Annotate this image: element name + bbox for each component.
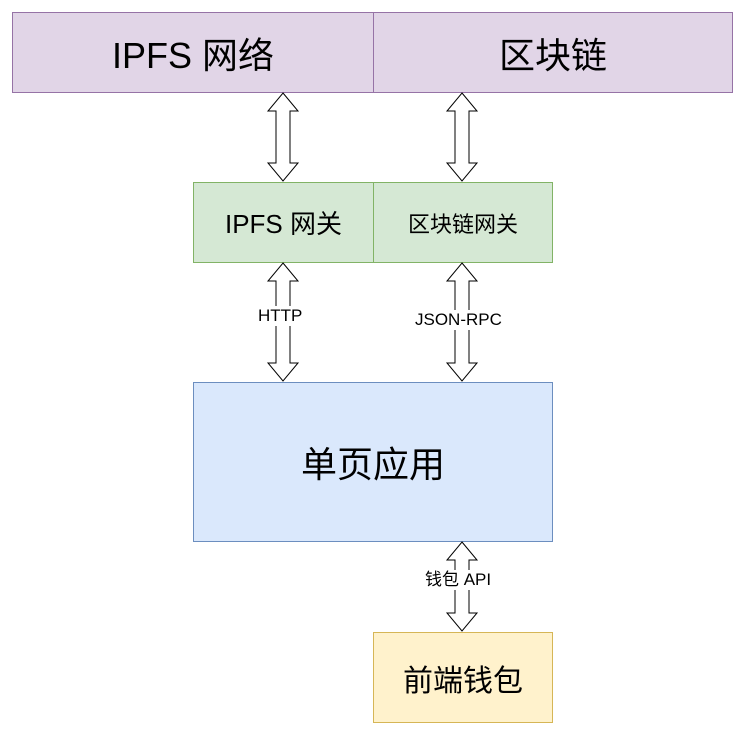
single-page-app-label: 单页应用 bbox=[300, 444, 445, 485]
blockchain-gateway-node: 区块链网关 bbox=[373, 182, 553, 263]
single-page-app-node: 单页应用 bbox=[193, 382, 553, 542]
blockchain-node: 区块链 bbox=[373, 12, 733, 93]
http-edge-label: HTTP bbox=[255, 306, 306, 326]
frontend-wallet-label: 前端钱包 bbox=[403, 664, 523, 698]
ipfs-network-label: IPFS 网络 bbox=[111, 34, 275, 76]
ipfs-gateway-label: IPFS 网关 bbox=[224, 209, 342, 239]
ipfs-network-node: IPFS 网络 bbox=[12, 12, 374, 93]
json-rpc-edge-label: JSON-RPC bbox=[412, 310, 505, 330]
frontend-wallet-node: 前端钱包 bbox=[373, 632, 553, 723]
blockchain-label: 区块链 bbox=[498, 34, 607, 76]
ipfs-gateway-node: IPFS 网关 bbox=[193, 182, 374, 263]
double-arrow-blockchain-to-gateway bbox=[445, 92, 479, 182]
double-arrow-ipfs-network-to-gateway bbox=[266, 92, 300, 182]
wallet-api-edge-label: 钱包 API bbox=[422, 570, 495, 590]
blockchain-gateway-label: 区块链网关 bbox=[407, 211, 518, 237]
